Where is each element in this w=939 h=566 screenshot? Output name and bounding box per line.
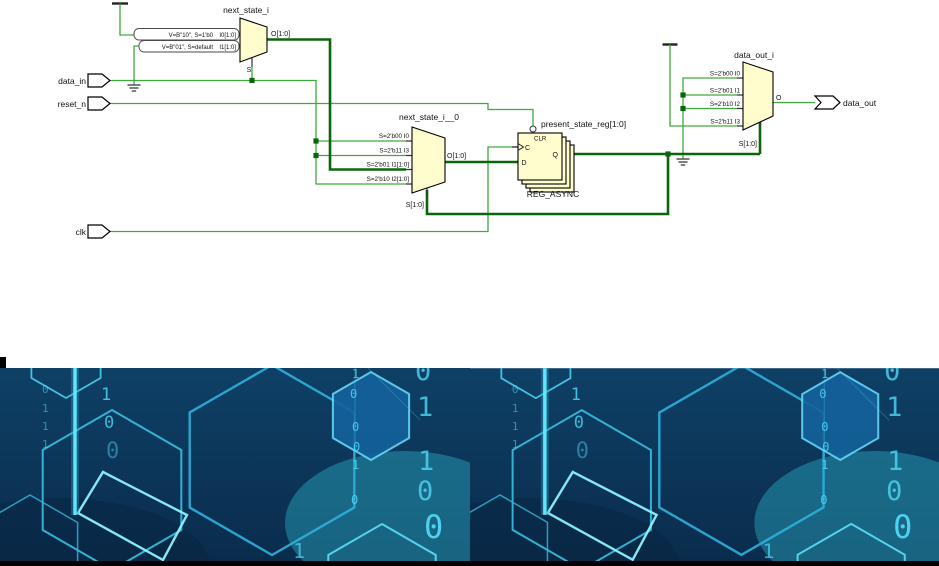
- const-value-i1: V=B"01", S=default: [162, 45, 214, 51]
- register-type-label: REG_ASYNC: [527, 189, 579, 199]
- net-present-state-q[interactable]: [425, 122, 762, 216]
- pin-label-i2: S=2'b10 I2: [710, 101, 741, 108]
- black-tab: [0, 357, 6, 368]
- pin-label-s: S: [247, 67, 252, 74]
- junction-dots: [249, 77, 686, 159]
- port-data-out-label: data_out: [843, 98, 877, 108]
- register-title: present_state_reg[1:0]: [541, 119, 626, 129]
- pin-label-i3: S=2'b11 I3: [710, 119, 740, 126]
- pin-label-i2: S=2'b10 I2[1:0]: [367, 176, 410, 183]
- pin-label-d: D: [522, 160, 527, 167]
- const-value-i0: V=B"10", S=1'b0: [169, 33, 214, 39]
- pin-label-i0: S=2'b00 I0: [379, 133, 410, 140]
- pin-label-o: O: [776, 95, 782, 102]
- mux-next-state-i-title: next_state_i: [223, 5, 269, 15]
- const-callout-i0: [133, 28, 240, 41]
- rtl-schematic-canvas: data_in reset_n clk data_out next_state_…: [58, 2, 877, 239]
- pin-label-i3: S=2'b11 I3: [379, 148, 409, 155]
- net-next-state-i-out[interactable]: [267, 38, 406, 171]
- wallpaper-image-left: [0, 368, 525, 562]
- port-clk-label: clk: [76, 227, 87, 237]
- pin-label-s: S[1:0]: [739, 141, 757, 148]
- const-callout-i1: [138, 40, 240, 53]
- mux-data-out-i[interactable]: data_out_i S=2'b00 I0 S=2'b01 I1 S=2'b10…: [710, 50, 782, 148]
- clr-bubble-icon: [529, 125, 537, 133]
- port-clk[interactable]: clk: [76, 224, 111, 239]
- pin-label-q: Q: [553, 152, 559, 159]
- bottom-bar: [0, 561, 939, 566]
- mux-next-state-i-0-title: next_state_i__0: [399, 112, 459, 122]
- mux-data-out-i-title: data_out_i: [734, 50, 774, 60]
- net-vcc-dataout-i3[interactable]: [662, 43, 738, 127]
- register-present-state-reg[interactable]: CLR C D Q present_state_reg[1:0] REG_ASY…: [517, 119, 626, 199]
- net-clk[interactable]: [110, 146, 519, 233]
- pin-label-c: C: [525, 145, 530, 152]
- net-gnd-const-i1[interactable]: [127, 45, 234, 92]
- mux-next-state-i[interactable]: next_state_i V=B"10", S=1'b0 I0[1:0] V=B…: [133, 5, 290, 74]
- wallpaper-strip: 0 1 1 1 1 0 0 1 0 0 0 1 0 0 1 1 0: [0, 368, 939, 562]
- pin-label-i1: I1[1:0]: [219, 45, 236, 51]
- net-reset-n[interactable]: [110, 102, 534, 127]
- pin-label-o: O[1:0]: [447, 153, 466, 160]
- net-data-in[interactable]: [110, 67, 407, 185]
- pin-label-s: S[1:0]: [406, 202, 424, 209]
- clock-wedge-icon: [517, 143, 525, 151]
- pin-label-i1: S=2'b01 I1: [710, 88, 741, 95]
- net-gnd-dataout[interactable]: [676, 77, 738, 166]
- pin-label-i0: I0[1:0]: [219, 33, 236, 39]
- pin-stubs: [233, 34, 761, 196]
- pin-label-clr: CLR: [534, 136, 547, 143]
- port-reset-n-label: reset_n: [58, 99, 87, 109]
- pin-label-o: O[1:0]: [271, 31, 290, 38]
- port-data-in[interactable]: data_in: [58, 73, 111, 88]
- port-data-in-label: data_in: [58, 76, 86, 86]
- port-data-out[interactable]: data_out: [813, 95, 877, 110]
- pin-label-i1: S=2'b01 I1[1:0]: [367, 162, 410, 169]
- mux-next-state-i-0[interactable]: next_state_i__0 S=2'b00 I0 S=2'b11 I3 S=…: [367, 112, 466, 209]
- port-reset-n[interactable]: reset_n: [58, 96, 111, 111]
- pin-label-i0: S=2'b00 I0: [710, 71, 741, 78]
